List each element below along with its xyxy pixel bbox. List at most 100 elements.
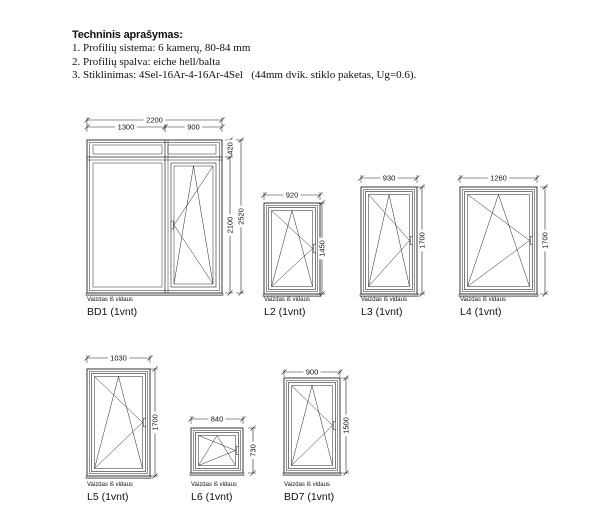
segment-label-right: 900	[187, 123, 200, 132]
dimension-tick	[542, 184, 548, 190]
spec-title: Techninis aprašymas:	[72, 29, 183, 41]
glass	[291, 385, 333, 466]
glass	[94, 376, 143, 469]
opening-line-turn	[368, 194, 410, 241]
dimension-tick	[319, 200, 325, 206]
dimension-tick	[534, 175, 540, 181]
window-frame	[360, 186, 418, 295]
opening-line-turn	[271, 210, 313, 249]
width-label: 840	[211, 415, 224, 424]
label-bg	[208, 415, 226, 422]
dimension-tick	[84, 355, 90, 361]
handle-icon	[236, 446, 239, 455]
frame-inner	[363, 189, 415, 292]
sill	[189, 472, 245, 476]
opening-line-tilt	[271, 210, 293, 287]
frame-inner	[286, 380, 338, 471]
height-label: 1700	[418, 232, 427, 249]
sill	[282, 472, 342, 476]
view-label: Vaizdas iš vidaus	[191, 482, 237, 488]
handle-icon	[530, 236, 533, 245]
dimension-tick	[343, 375, 349, 381]
window-frame	[263, 202, 321, 295]
opening-line-tilt	[173, 165, 194, 285]
height-label: 1500	[342, 417, 351, 434]
opening-line-turn	[173, 165, 214, 226]
handle-icon	[313, 244, 316, 253]
window-name: BD1 (1vnt)	[87, 306, 137, 318]
transom-height-label: 420	[226, 142, 235, 155]
sash	[288, 382, 336, 469]
sash	[268, 207, 316, 290]
window-name: L5 (1vnt)	[87, 491, 128, 503]
dimension-tick	[152, 473, 158, 479]
label-bg	[226, 139, 234, 158]
dimension-tick	[219, 124, 225, 130]
segment-label-left: 1300	[118, 123, 135, 132]
height-label: 2520	[237, 208, 246, 225]
opening-line-turn	[467, 240, 530, 287]
width-label: 900	[306, 368, 319, 377]
glass	[271, 210, 313, 287]
label-bg	[143, 116, 166, 123]
opening-line-tilt	[368, 194, 390, 287]
label-bg	[541, 229, 549, 252]
dimension-tick	[188, 416, 194, 422]
opening-line-tilt	[467, 194, 499, 287]
label-bg	[115, 123, 137, 130]
label-bg	[184, 123, 203, 130]
window-name: L2 (1vnt)	[264, 306, 305, 318]
width-label: 1030	[110, 354, 127, 363]
opening-line-tilt	[216, 435, 236, 466]
dimension-tick	[358, 175, 364, 181]
width-label: 930	[383, 174, 396, 183]
label-bg	[226, 214, 234, 236]
label-bg	[380, 174, 398, 181]
view-label: Vaizdas iš vidaus	[87, 297, 133, 303]
dimension-tick	[337, 369, 343, 375]
handle-icon	[170, 220, 174, 230]
window-name: L4 (1vnt)	[460, 306, 501, 318]
dimension-tick	[250, 470, 256, 476]
sash	[195, 432, 239, 469]
label-bg	[318, 237, 326, 260]
label-bg	[342, 414, 350, 437]
height-label: 1700	[151, 414, 160, 431]
opening-line-turn	[467, 194, 530, 241]
window-frame	[86, 368, 151, 477]
opening-line-tilt	[388, 194, 410, 287]
window-name: L3 (1vnt)	[361, 306, 402, 318]
opening-line-tilt	[291, 385, 313, 466]
dimension-tick	[317, 192, 323, 198]
sill	[85, 292, 224, 296]
opening-line-turn	[94, 422, 143, 469]
view-label: Vaizdas iš vidaus	[361, 297, 407, 303]
dimension-tick	[240, 416, 246, 422]
opening-line-tilt	[498, 194, 530, 287]
dimension-tick	[542, 291, 548, 297]
sill	[359, 293, 419, 297]
dimension-tick	[238, 137, 244, 143]
dimension-tick	[162, 124, 168, 130]
spec-line-profile-system: 1. Profilių sistema: 6 kamerų, 80-84 mm	[72, 42, 251, 54]
dimension-tick	[419, 184, 425, 190]
label-bg	[151, 411, 159, 434]
sash	[464, 191, 533, 290]
window-name: BD7 (1vnt)	[284, 491, 334, 503]
glass	[198, 435, 236, 466]
label-bg	[249, 441, 257, 460]
glass	[467, 194, 530, 287]
opening-line-turn	[291, 385, 333, 426]
opening-line-tilt	[118, 376, 143, 469]
opening-line-turn	[271, 248, 313, 287]
dimension-tick	[414, 175, 420, 181]
frame-inner	[266, 205, 318, 292]
dimension-tick	[227, 154, 233, 160]
